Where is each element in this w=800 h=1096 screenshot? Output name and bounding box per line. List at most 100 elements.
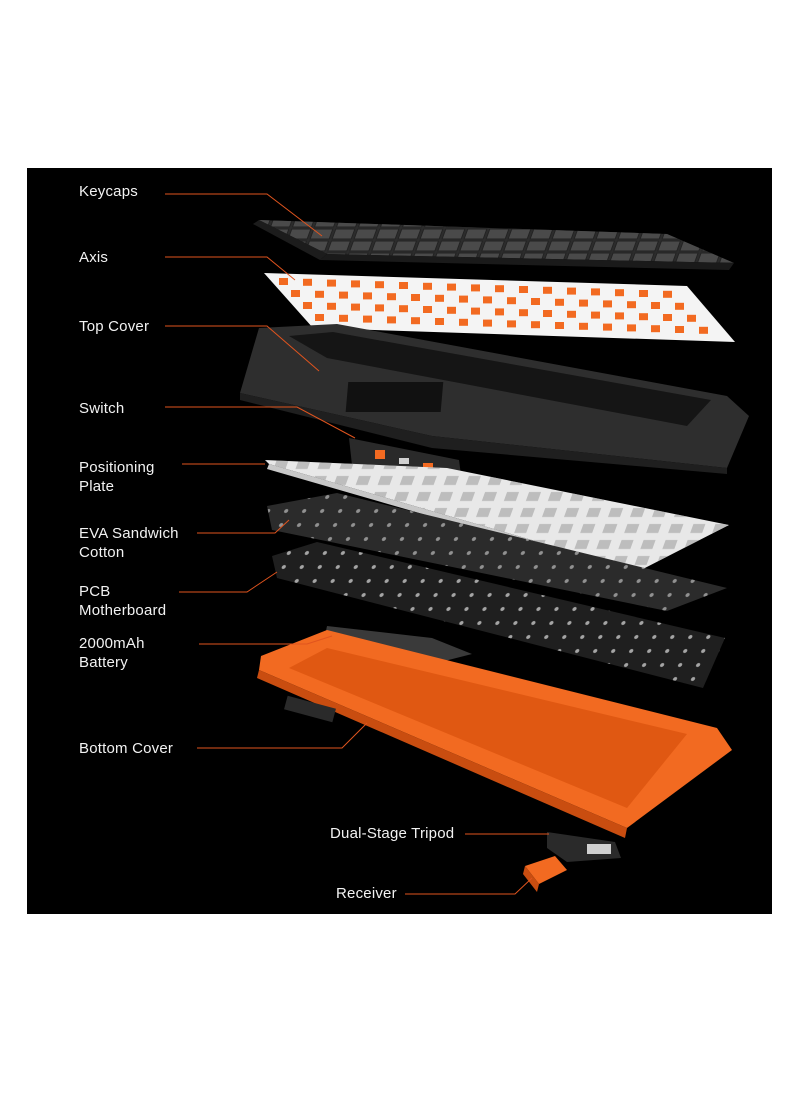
switch-stem [495,285,504,293]
switch-stem [603,323,612,331]
switch-stem [675,302,684,310]
switch-stem [615,312,624,320]
switch-stem [423,282,432,290]
switch-stem [627,301,636,309]
switch-stem [315,314,324,321]
switch-stem [555,322,564,329]
switch-stem [651,325,660,333]
switch-stem [519,286,528,293]
switch-stem [303,278,312,286]
switch-stem [315,290,324,298]
switch-stem [279,278,288,285]
switch-stem [627,324,636,332]
keyboard-layers-illustration [165,193,749,895]
switch-stem [291,290,300,297]
switch-stem [327,302,336,310]
label-axis: Axis [79,249,109,266]
switch-stem [519,309,528,317]
switch-stem [411,317,420,325]
switch-stem [555,298,564,306]
switch-stem [411,294,420,301]
switch-stem [663,290,672,298]
switch-stem [699,326,708,334]
switch-stem [339,291,348,299]
switch-stem [399,282,408,289]
switch-stem [603,300,612,308]
leader-battery [199,635,333,645]
switch-stem [339,314,348,322]
switch-stem [543,310,552,317]
switch-stem [459,295,468,303]
switch-stem [507,297,516,305]
switch-stem [675,326,684,333]
switch-stem [471,284,480,292]
switch-stem [375,281,384,289]
switch-stem [435,318,444,325]
switch-stem [387,316,396,324]
label-pcb-motherboard: PCB Motherboard [79,583,167,619]
switch-stem [579,299,588,307]
switch-stem [399,305,408,313]
left-foot [284,695,336,723]
switch-stem [687,314,696,322]
label-switch: Switch [79,400,125,417]
switch-stem [567,287,576,295]
leader-eva-cotton [197,519,290,534]
receiver-part [523,856,567,892]
leader-axis [165,256,296,281]
switch-stem [591,288,600,296]
axis-layer [264,273,735,342]
switch-stem [459,318,468,326]
switch-stem [375,304,384,312]
switch-stem [615,289,624,297]
pcb-layer [272,542,725,688]
label-positioning-plate: Positioning Plate [79,459,155,495]
label-eva-sandwich-cotton: EVA Sandwich Cotton [79,525,179,561]
switch-stem [507,320,516,328]
switch-stem [447,283,456,291]
leader-top-cover [165,325,320,372]
switch-stem [591,311,600,319]
switch-stem [363,292,372,300]
switch-stem [663,314,672,321]
switch-stem [327,279,336,287]
leader-keycaps [165,193,323,237]
keycaps-layer [253,220,734,270]
switch-stem [351,280,360,288]
label-receiver: Receiver [336,885,397,902]
switch-stem [639,290,648,297]
leader-receiver [405,877,533,895]
switch-stem [363,315,372,323]
leader-lines [165,193,549,895]
switch-stem [579,322,588,330]
switch-stem [531,321,540,329]
switch-stem [387,293,396,301]
label-bottom-cover: Bottom Cover [79,740,174,757]
leader-bottom-cover [197,722,368,749]
switch-stem [495,308,504,316]
label-keycaps: Keycaps [79,183,138,200]
switch-stem [435,294,444,302]
tripod-part [547,832,621,862]
switch-stem [471,307,480,315]
switch-stem [639,313,648,321]
switch-stem [483,319,492,327]
switch-stem [447,306,456,314]
switch-stem [303,302,312,309]
label-dual-stage-tripod: Dual-Stage Tripod [330,825,455,842]
switch-stem [651,302,660,309]
switch-stem [567,310,576,318]
leader-switch [165,406,356,439]
eva-cotton-layer [267,493,727,611]
switch-stem [483,296,492,304]
switch-stem [423,306,432,313]
switch-stem [351,303,360,311]
label-battery: 2000mAh Battery [79,635,145,671]
top-cover-layer [240,324,749,474]
leader-pcb [179,571,278,593]
switch-stem [531,298,540,305]
bottom-cover-layer [257,630,732,838]
label-top-cover: Top Cover [79,318,150,335]
switch-stem [543,286,552,294]
exploded-keyboard-diagram: Keycaps Axis Top Cover Switch Positionin… [27,168,772,914]
